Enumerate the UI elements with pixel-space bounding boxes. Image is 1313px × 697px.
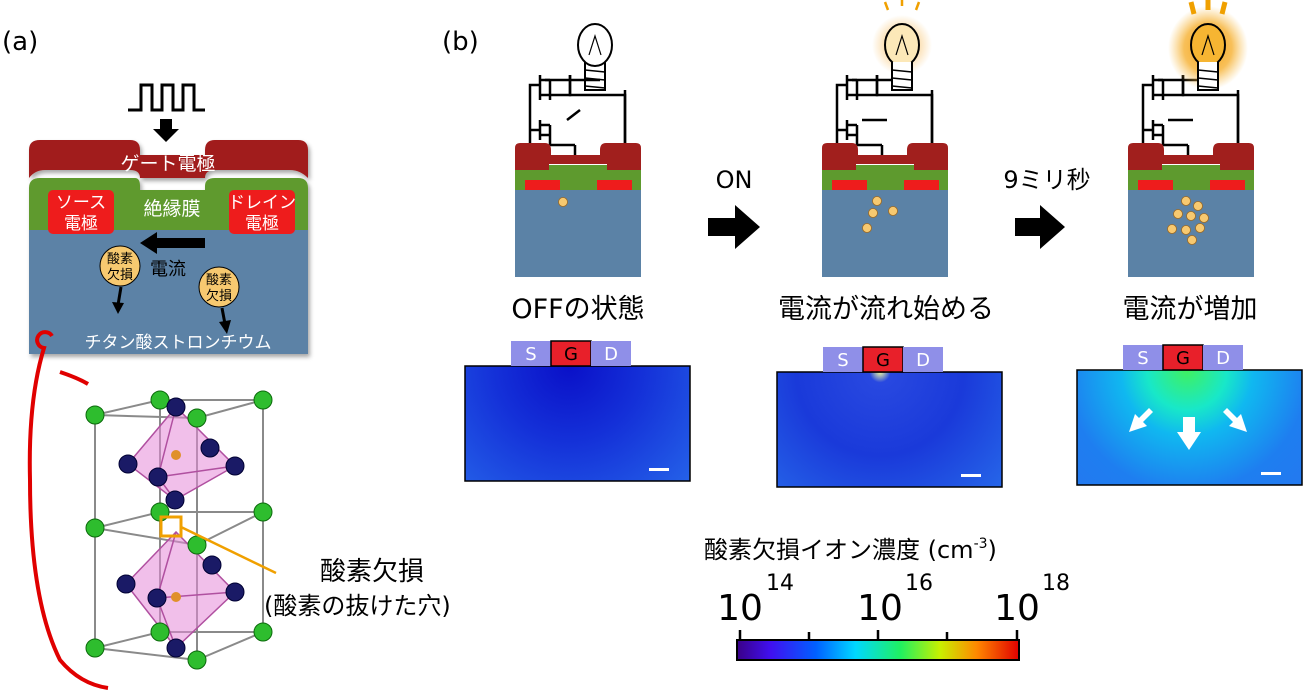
device-mini <box>1128 143 1254 277</box>
svg-text:酸素: 酸素 <box>107 252 133 267</box>
tick-label-2: 10 16 <box>857 571 933 629</box>
svg-text:S: S <box>1137 348 1148 369</box>
svg-text:G: G <box>1176 348 1190 369</box>
crystal-structure <box>85 390 277 670</box>
scale-bar <box>649 468 669 471</box>
on-label: ON <box>716 166 753 194</box>
svg-text:D: D <box>916 350 930 371</box>
vacancy-cluster <box>862 196 898 233</box>
insulator-label: 絶縁膜 <box>143 198 200 220</box>
colorbar-title: 酸素欠損イオン濃度 (cm-3) <box>704 536 997 564</box>
octahedron-top <box>126 405 237 501</box>
simulation-2: S G D <box>776 346 1003 488</box>
svg-text:S: S <box>525 344 536 365</box>
svg-text:10: 10 <box>857 588 903 629</box>
colorbar-gradient <box>736 639 1020 661</box>
svg-text:G: G <box>564 344 578 365</box>
vacancy-drift-arrow-icon <box>116 286 123 306</box>
simulation-3: S G D <box>1076 344 1303 486</box>
vacancy-leader-line <box>180 525 277 575</box>
source-label-line1: ソース <box>56 193 106 213</box>
panel-a-label: (a) <box>2 27 38 57</box>
bulb-icon <box>577 23 613 91</box>
svg-text:18: 18 <box>1042 571 1070 596</box>
drain-label-line2: 電極 <box>245 214 279 234</box>
contact-d <box>903 347 943 372</box>
scale-bar <box>961 474 981 477</box>
circuit <box>528 75 627 160</box>
svg-text:D: D <box>604 344 618 365</box>
device-mini <box>822 143 948 277</box>
pulse-waveform-icon <box>128 83 205 112</box>
drain-electrode <box>229 190 295 234</box>
contact-d <box>591 341 631 366</box>
input-arrow-icon <box>153 119 179 142</box>
drift-arrows <box>1129 408 1247 450</box>
callout-subtitle: (酸素の抜けた穴) <box>264 592 451 620</box>
gate-label: ゲート電極 <box>120 153 215 175</box>
time-label: 9ミリ秒 <box>1003 166 1090 194</box>
svg-text:14: 14 <box>766 571 794 596</box>
vacancy-cluster <box>1167 196 1209 245</box>
svg-text:D: D <box>1216 348 1230 369</box>
current-arrow-icon <box>140 232 205 254</box>
device-mini <box>515 143 641 277</box>
vacancy-badge-2: 酸素 欠損 <box>198 266 240 334</box>
stage-1-caption: OFFの状態 <box>511 294 644 325</box>
substrate-layer <box>29 230 308 354</box>
colorbar: 酸素欠損イオン濃度 (cm-3) 10 14 10 16 10 18 <box>704 536 1070 661</box>
callout-title: 酸素欠損 <box>320 557 424 587</box>
stage-1 <box>515 23 641 277</box>
contact-s <box>823 347 863 372</box>
stage-2 <box>822 0 948 277</box>
contact-d <box>1203 345 1243 370</box>
contact-s <box>1123 345 1163 370</box>
source-electrode <box>48 190 114 234</box>
svg-text:欠損: 欠損 <box>107 267 133 283</box>
stage-2-caption: 電流が流れ始める <box>778 294 994 325</box>
device-cross-section <box>29 140 308 354</box>
time-arrow-icon <box>1015 205 1065 249</box>
svg-text:10: 10 <box>717 588 763 629</box>
svg-text:欠損: 欠損 <box>206 288 232 304</box>
source-label-line2: 電極 <box>64 214 98 234</box>
vacancy-badge-1: 酸素 欠損 <box>99 245 141 314</box>
tick-label-3: 10 18 <box>994 571 1070 629</box>
bulb-icon <box>1168 0 1248 91</box>
stage-3-caption: 電流が増加 <box>1123 294 1258 325</box>
vacancy-cluster <box>558 197 568 207</box>
panel-b-label: (b) <box>442 27 479 57</box>
svg-text:G: G <box>876 350 890 371</box>
stage-3 <box>1128 0 1254 277</box>
svg-text:16: 16 <box>905 571 933 596</box>
drain-label-line1: ドレイン <box>228 193 296 213</box>
on-arrow-icon <box>708 205 760 249</box>
vacancy-marker <box>159 515 183 538</box>
octahedron-bottom <box>125 530 237 650</box>
svg-text:S: S <box>837 350 848 371</box>
substrate-label: チタン酸ストロンチウム <box>85 333 272 353</box>
tick-label-1: 10 14 <box>717 571 794 629</box>
zoom-leader-line <box>27 330 109 690</box>
svg-text:10: 10 <box>994 588 1040 629</box>
simulation-1: S G D <box>464 340 691 482</box>
svg-text:酸素: 酸素 <box>206 273 232 288</box>
current-label: 電流 <box>150 259 186 280</box>
gate-electrode <box>29 140 308 178</box>
contact-s <box>511 341 551 366</box>
scale-bar <box>1261 472 1281 475</box>
bulb-icon <box>872 0 932 91</box>
